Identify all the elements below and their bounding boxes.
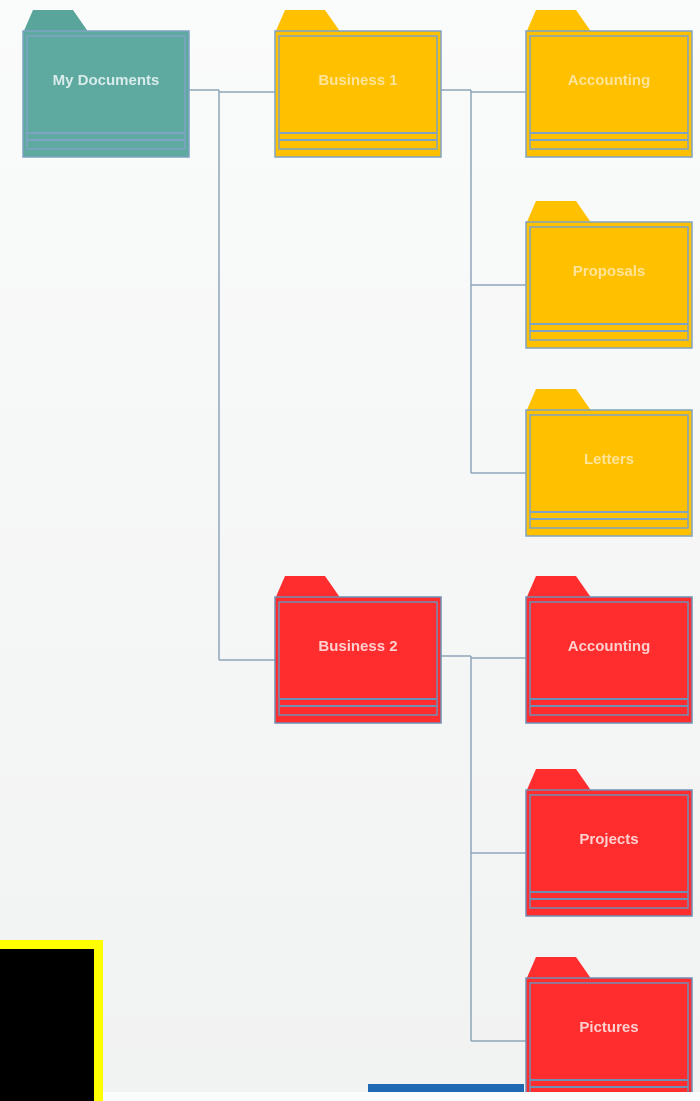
folder-label: Pictures xyxy=(579,1019,638,1036)
folder-inner-outline xyxy=(278,35,438,150)
folder-node-b1-proposals[interactable]: Proposals xyxy=(525,201,693,349)
folder-body xyxy=(525,596,693,724)
blue-overlay-bar xyxy=(368,1084,524,1092)
folder-body xyxy=(525,977,693,1092)
connector-lines xyxy=(189,89,526,1042)
folder-tab xyxy=(275,10,341,33)
folder-body xyxy=(525,789,693,917)
folder-inner-outline xyxy=(529,794,689,909)
folder-node-b1-letters[interactable]: Letters xyxy=(525,389,693,537)
folder-label: Proposals xyxy=(573,263,646,280)
folder-node-b1-accounting[interactable]: Accounting xyxy=(525,10,693,158)
folder-tab xyxy=(275,576,341,599)
folder-tab xyxy=(526,201,592,224)
folder-tab xyxy=(526,389,592,412)
folder-node-b2-pictures[interactable]: Pictures xyxy=(525,957,693,1092)
folder-label: Letters xyxy=(584,451,634,468)
folder-label: Business 2 xyxy=(318,638,397,655)
folder-inner-outline xyxy=(26,35,186,150)
folder-tab xyxy=(526,10,592,33)
folder-label: Accounting xyxy=(568,638,651,655)
folder-tab xyxy=(526,769,592,792)
folder-inner-outline xyxy=(529,414,689,529)
folder-inner-outline xyxy=(278,601,438,716)
folder-label: Projects xyxy=(579,831,638,848)
folder-node-b2-accounting[interactable]: Accounting xyxy=(525,576,693,724)
folder-node-my-documents[interactable]: My Documents xyxy=(22,10,190,158)
folder-inner-outline xyxy=(529,601,689,716)
folder-tab xyxy=(526,957,592,980)
black-overlay-box xyxy=(0,940,103,1101)
folder-label: Business 1 xyxy=(318,72,397,89)
folder-label: My Documents xyxy=(53,72,160,89)
folder-node-business-1[interactable]: Business 1 xyxy=(274,10,442,158)
folder-node-business-2[interactable]: Business 2 xyxy=(274,576,442,724)
folder-body xyxy=(22,30,190,158)
folder-body xyxy=(274,30,442,158)
folder-inner-outline xyxy=(529,982,689,1092)
folder-body xyxy=(525,30,693,158)
folder-tab xyxy=(526,576,592,599)
folder-body xyxy=(274,596,442,724)
folder-node-b2-projects[interactable]: Projects xyxy=(525,769,693,917)
folder-tab xyxy=(23,10,89,33)
folder-label: Accounting xyxy=(568,72,651,89)
folder-body xyxy=(525,221,693,349)
folder-body xyxy=(525,409,693,537)
folder-inner-outline xyxy=(529,226,689,341)
folder-inner-outline xyxy=(529,35,689,150)
